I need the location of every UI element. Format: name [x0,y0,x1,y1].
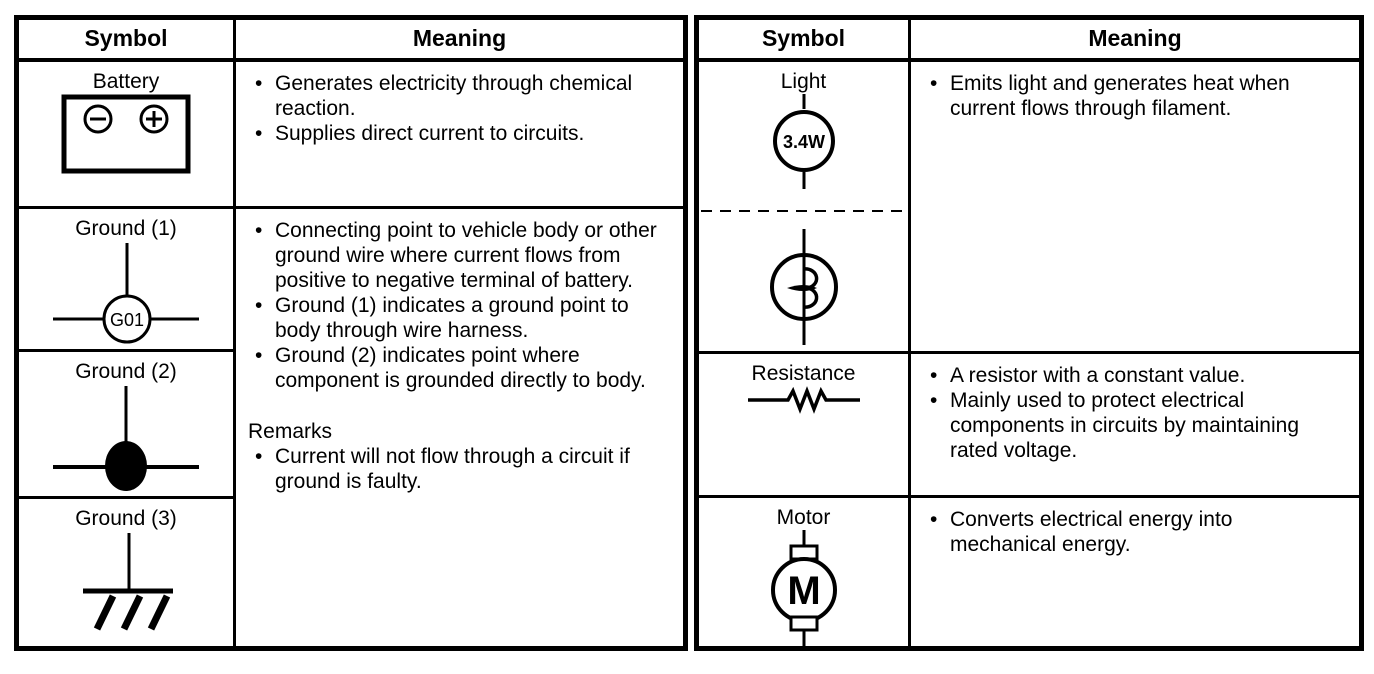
right-header-row: Symbol Meaning [695,16,1363,62]
meaning-bullet: • Supplies direct current to circuits. [248,121,663,146]
ground2-symbol-cell: Ground (2) [15,349,236,499]
meaning-bullet: • Emits light and generates heat when cu… [923,71,1339,121]
ground2-icon [53,386,199,492]
remarks-title: Remarks [248,419,333,443]
bullet-icon: • [255,218,263,242]
motor-meaning-cell: • Converts electrical energy into mechan… [908,495,1363,650]
bullet-icon: • [255,343,263,367]
ground1-row: Ground (1) G01 • Connecting point to veh… [15,205,687,651]
meaning-bullet: • Mainly used to protect electrical comp… [923,388,1339,463]
bullet-icon: • [930,389,938,412]
symbol-variant-divider [701,209,906,212]
meaning-text: Converts electrical energy into mechanic… [950,508,1233,556]
ground3-label: Ground (3) [75,506,177,530]
meaning-bullet: • Ground (1) indicates a ground point to… [248,293,663,343]
bullet-icon: • [255,71,263,95]
meaning-bullet: • Converts electrical energy into mechan… [923,507,1339,557]
ground1-code-text: G01 [110,310,144,330]
meaning-bullet: • Ground (2) indicates point where compo… [248,343,663,393]
resistance-label: Resistance [751,362,856,385]
bullet-icon: • [930,71,938,95]
remarks-bullet: • Current will not flow through a circui… [248,444,663,494]
resistance-symbol-cell: Resistance [695,351,911,498]
left-symbol-column-header: Symbol [15,15,236,62]
light-meaning-cell: • Emits light and generates heat when cu… [908,58,1363,354]
motor-icon: M [770,530,837,646]
meaning-text: Generates electricity through chemical r… [275,71,633,120]
light-wattage-text: 3.4W [782,132,824,152]
ground2-row: Ground (2) [15,349,686,499]
minus-terminal-icon [83,104,113,134]
ground3-row: Ground (3) [15,495,686,651]
remarks-text: Current will not flow through a circuit … [275,444,630,493]
bullet-icon: • [930,508,938,531]
light-bulb-filament-icon [769,228,838,345]
bullet-icon: • [255,121,263,145]
meaning-text: Mainly used to protect electrical compon… [950,389,1300,462]
light-bulb-watt-icon: 3.4W [772,93,835,189]
ground-meaning-cell: • Connecting point to vehicle body or ot… [233,205,687,651]
left-symbol-table: Symbol Meaning Battery [14,15,688,651]
plus-terminal-icon [139,104,169,134]
motor-symbol-cell: Motor M [695,495,911,650]
meaning-text: Ground (1) indicates a ground point to b… [275,293,629,342]
ground3-symbol-cell: Ground (3) [15,495,236,651]
meaning-bullet: • A resistor with a constant value. [923,363,1339,388]
meaning-text: Ground (2) indicates point where compone… [275,343,646,392]
motor-letter-text: M [787,569,820,613]
motor-row: Motor M • Converts electrical energy int… [695,495,1363,650]
motor-label: Motor [776,506,831,529]
left-meaning-column-header: Meaning [233,15,687,62]
ground1-symbol-cell: Ground (1) G01 [15,205,236,353]
bullet-icon: • [930,364,938,387]
ground1-label: Ground (1) [75,216,177,240]
right-meaning-column-header: Meaning [908,16,1363,62]
battery-meaning-cell: • Generates electricity through chemical… [233,58,687,209]
meaning-bullet: • Connecting point to vehicle body or ot… [248,218,663,293]
resistance-meaning-cell: • A resistor with a constant value. • Ma… [908,351,1363,498]
battery-icon [61,94,191,174]
right-symbol-column-header: Symbol [695,16,911,62]
right-symbol-table: Symbol Meaning Light 3.4W [694,15,1364,651]
ground3-icon [83,532,173,631]
resistor-icon [747,386,860,414]
battery-label: Battery [92,69,160,93]
resistance-row: Resistance • A resistor with a constant … [695,351,1363,498]
bullet-icon: • [255,293,263,317]
light-row: Light 3.4W [695,58,1363,354]
bullet-icon: • [255,444,263,468]
light-symbol-cell: Light 3.4W [695,58,911,354]
meaning-text: Emits light and generates heat when curr… [950,71,1290,120]
meaning-text: Supplies direct current to circuits. [275,121,585,145]
meaning-bullet: • Generates electricity through chemical… [248,71,663,121]
ground1-icon: G01 [53,242,199,344]
battery-symbol-cell: Battery [15,58,236,209]
battery-row: Battery [15,58,687,209]
symbol-tables: Symbol Meaning Battery [14,15,1364,651]
ground2-label: Ground (2) [75,360,177,384]
light-label: Light [780,69,827,93]
meaning-text: A resistor with a constant value. [950,364,1246,387]
left-header-row: Symbol Meaning [15,15,687,62]
meaning-text: Connecting point to vehicle body or othe… [275,218,657,292]
